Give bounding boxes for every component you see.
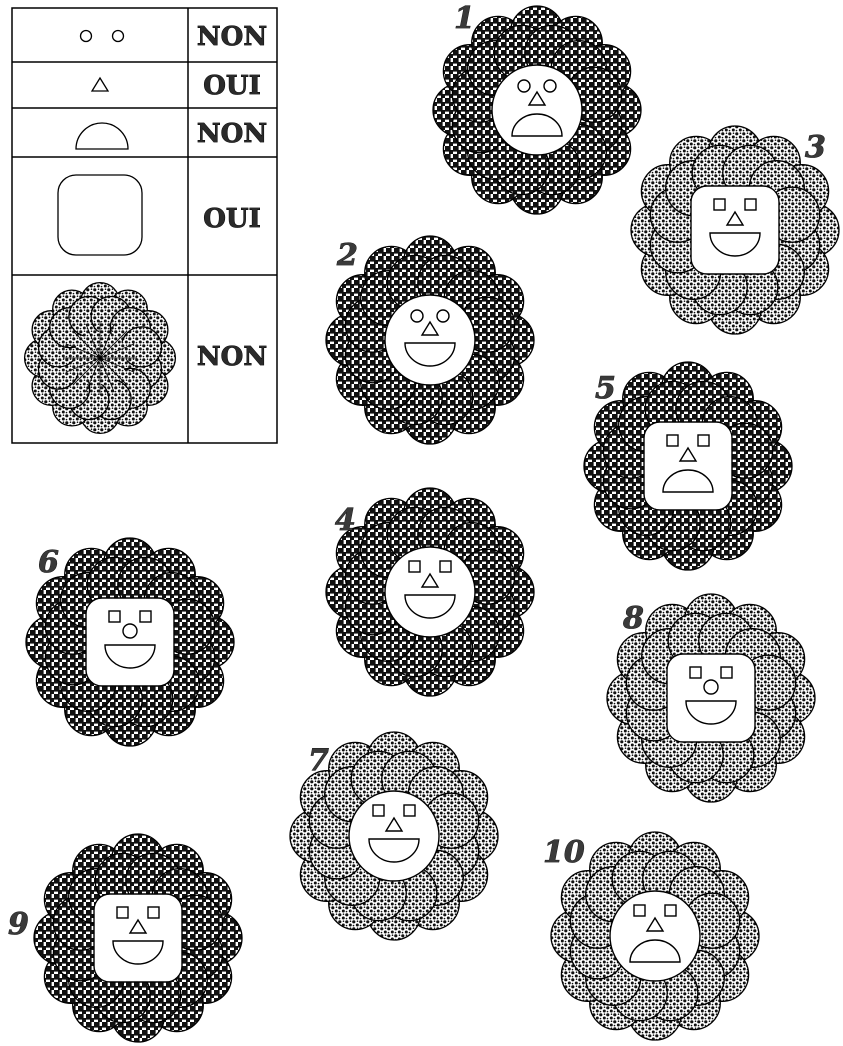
square-face-icon <box>94 894 182 982</box>
round-eye-icon <box>544 80 556 92</box>
legend-answer: NON <box>197 342 267 372</box>
square-eye-icon <box>373 805 384 816</box>
square-face-icon <box>667 654 755 742</box>
square-eye-icon <box>140 611 151 622</box>
flower-face <box>86 598 174 686</box>
flower-3: 3 <box>631 126 839 334</box>
dotted-flower-icon <box>25 283 176 434</box>
round-eye-icon <box>437 310 449 322</box>
flower-number: 2 <box>336 238 358 273</box>
round-eyes-icon <box>81 31 124 42</box>
flower-face <box>691 186 779 274</box>
flower-face <box>644 422 732 510</box>
flower-8: 8 <box>607 594 815 802</box>
flower-5: 5 <box>584 362 792 570</box>
square-eye-icon <box>109 611 120 622</box>
square-eye-icon <box>690 667 701 678</box>
flower-number: 6 <box>38 545 59 580</box>
flower-number: 9 <box>8 907 29 942</box>
square-eye-icon <box>404 805 415 816</box>
flower-number: 1 <box>454 1 475 36</box>
flower-number: 3 <box>805 130 826 165</box>
flower-6: 6 <box>26 538 234 746</box>
rounded-square-face-icon <box>58 175 142 255</box>
square-eye-icon <box>714 199 725 210</box>
semicircle-mouth-icon <box>76 123 128 149</box>
flower-face <box>349 791 439 881</box>
circle-nose-icon <box>123 624 137 638</box>
square-face-icon <box>86 598 174 686</box>
flower-face <box>94 894 182 982</box>
square-eye-icon <box>440 561 451 572</box>
round-eye-icon <box>518 80 530 92</box>
square-face-icon <box>644 422 732 510</box>
triangle-nose-icon <box>92 78 108 91</box>
flower-face <box>667 654 755 742</box>
circle-face-icon <box>385 547 475 637</box>
flower-1: 1 <box>433 1 641 214</box>
square-eye-icon <box>634 905 645 916</box>
flower-2: 2 <box>326 236 534 444</box>
flower-number: 8 <box>622 601 644 636</box>
flower-4: 4 <box>326 488 534 696</box>
square-eye-icon <box>148 907 159 918</box>
legend-answer: NON <box>197 22 267 52</box>
circle-face-icon <box>385 295 475 385</box>
circle-face-icon <box>610 891 700 981</box>
square-eye-icon <box>117 907 128 918</box>
legend-row-eyes: NON <box>81 22 268 52</box>
flower-face <box>492 65 582 155</box>
flower-face <box>385 547 475 637</box>
square-eye-icon <box>745 199 756 210</box>
legend-row-mouth: NON <box>76 119 267 149</box>
square-eye-icon <box>409 561 420 572</box>
legend-table: NON OUI NON OUI NON <box>12 8 277 443</box>
legend-row-flower: NON <box>25 283 267 434</box>
square-eye-icon <box>667 435 678 446</box>
square-eye-icon <box>721 667 732 678</box>
circle-nose-icon <box>704 680 718 694</box>
flower-number: 5 <box>595 371 616 406</box>
flower-number: 7 <box>308 743 329 778</box>
circle-face-icon <box>349 791 439 881</box>
flower-number: 10 <box>543 835 585 870</box>
legend-answer: NON <box>197 119 267 149</box>
flower-7: 7 <box>290 732 498 940</box>
flower-9: 9 <box>8 834 242 1042</box>
square-face-icon <box>691 186 779 274</box>
square-eye-icon <box>665 905 676 916</box>
legend-answer: OUI <box>203 71 260 101</box>
flower-face <box>385 295 475 385</box>
legend-row-nose: OUI <box>92 71 261 101</box>
legend-answer: OUI <box>203 204 260 234</box>
flower-face <box>610 891 700 981</box>
circle-face-icon <box>492 65 582 155</box>
flower-number: 4 <box>335 503 356 538</box>
flower-10: 10 <box>543 832 759 1040</box>
round-eye-icon <box>411 310 423 322</box>
legend-row-face: OUI <box>58 175 261 255</box>
square-eye-icon <box>698 435 709 446</box>
